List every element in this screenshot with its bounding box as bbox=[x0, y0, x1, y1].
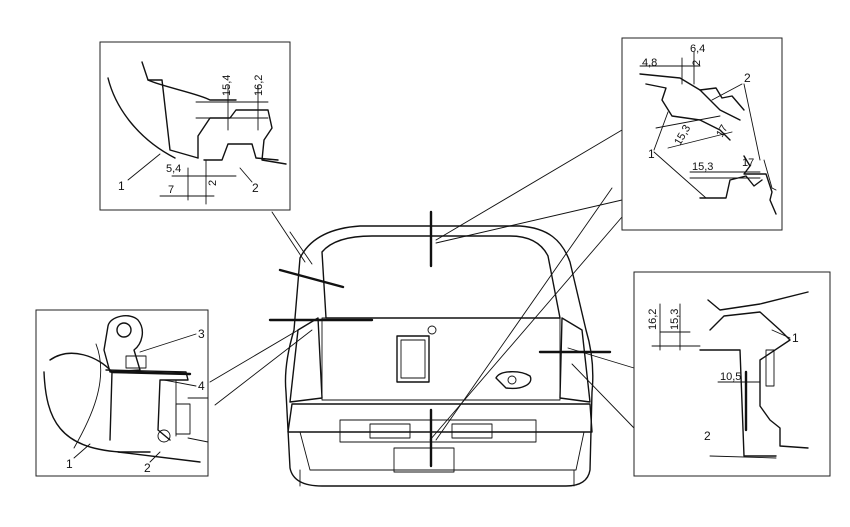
dim-16-2: 16,2 bbox=[647, 309, 659, 330]
car-rear-view bbox=[268, 210, 612, 487]
label-2: 2 bbox=[744, 71, 751, 85]
dim-15-3: 15,3 bbox=[669, 309, 681, 330]
label-3: 3 bbox=[198, 327, 205, 341]
detail-panel-bottom-right: 16,2 15,3 10,5 1 2 bbox=[633, 271, 831, 477]
dim-17-b: 17 bbox=[742, 157, 754, 169]
dim-16-2: 16,2 bbox=[253, 75, 265, 96]
label-2: 2 bbox=[704, 429, 711, 443]
dim-7: 7 bbox=[168, 184, 174, 196]
detail-panel-top-left: 15,4 16,2 5,4 7 2 1 2 bbox=[99, 41, 291, 211]
detail-panel-top-right: 4,8 6,4 2 15,3 17 15,3 17 1 2 bbox=[621, 37, 783, 231]
label-4: 4 bbox=[198, 379, 205, 393]
dim-15-3-b: 15,3 bbox=[692, 161, 713, 173]
label-1: 1 bbox=[648, 147, 655, 161]
leader-rays bbox=[209, 129, 635, 441]
dim-10-5: 10,5 bbox=[720, 371, 741, 383]
label-1: 1 bbox=[66, 457, 73, 471]
label-2: 2 bbox=[144, 461, 151, 475]
dim-2: 2 bbox=[691, 60, 703, 66]
label-1: 1 bbox=[118, 179, 125, 193]
label-2: 2 bbox=[252, 181, 259, 195]
dim-4-8: 4,8 bbox=[642, 57, 657, 69]
dim-17-a: 17 bbox=[714, 123, 731, 140]
dim-5-4: 5,4 bbox=[166, 163, 181, 175]
dim-2: 2 bbox=[207, 180, 219, 186]
detail-panel-bottom-left: 3 4 1 2 bbox=[35, 309, 209, 477]
dim-15-4: 15,4 bbox=[221, 75, 233, 96]
dim-6-4: 6,4 bbox=[690, 43, 705, 55]
label-1: 1 bbox=[792, 331, 799, 345]
